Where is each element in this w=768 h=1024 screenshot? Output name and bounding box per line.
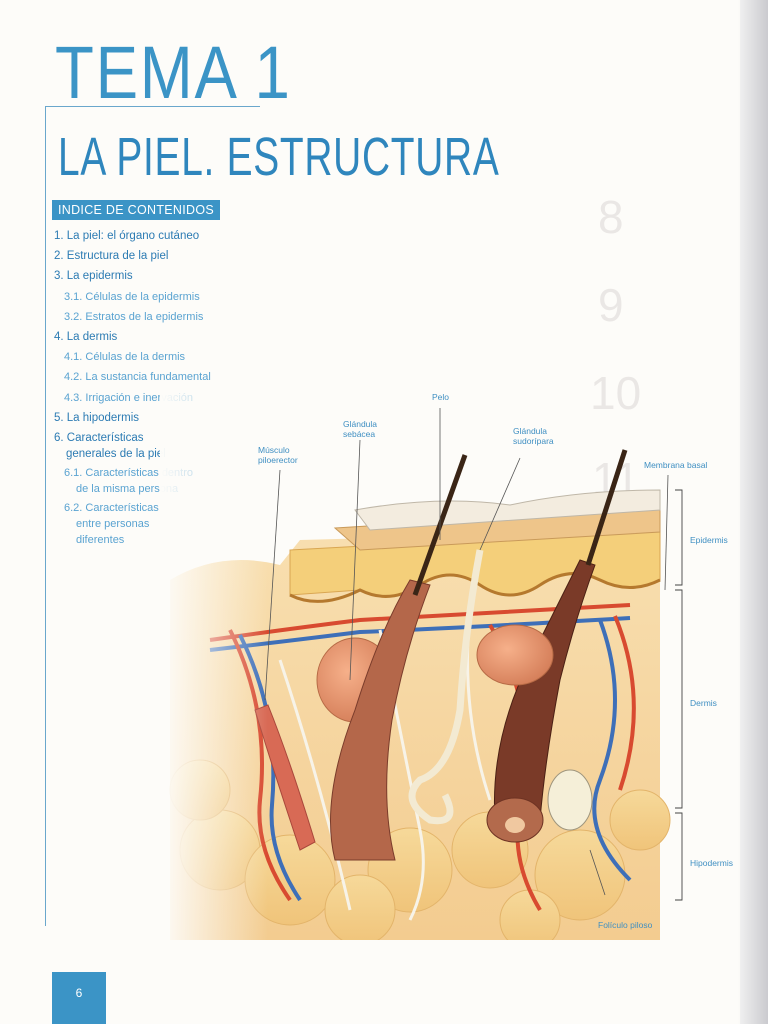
table-of-contents: 1. La piel: el órgano cutáneo 2. Estruct… — [54, 226, 211, 551]
toc-item-line2: entre personas — [76, 518, 150, 531]
ghost-number-8: 8 — [598, 191, 624, 243]
toc-item-line1: 6.2. Características — [64, 502, 159, 515]
label-glandula-sebacea: Glándula sebácea — [343, 419, 378, 439]
toc-subitem: 4.1. Células de la dermis — [64, 351, 186, 364]
label-dermis: Dermis — [690, 698, 717, 708]
toc-item: 5. La hipodermis — [54, 411, 140, 424]
title-frame-top — [45, 106, 260, 107]
toc-item: 3. La epidermis — [54, 270, 133, 283]
label-membrana-basal: Membrana basal — [644, 460, 708, 470]
toc-item-line3: diferentes — [76, 534, 125, 547]
leader-lines — [264, 408, 669, 896]
page-number: 6 — [75, 986, 83, 1000]
illustration-fade — [160, 380, 760, 940]
toc-subitem: 3.1. Células de la epidermis — [64, 290, 200, 303]
index-heading: INDICE DE CONTENIDOS — [52, 200, 221, 220]
tema-title: TEMA 1 — [55, 31, 292, 114]
toc-item-line2: generales de la piel — [66, 448, 166, 461]
ghost-number-9: 9 — [598, 279, 624, 331]
toc-item-line2: de la misma persona — [76, 483, 179, 496]
toc-item-line1: 6. Características — [54, 432, 144, 445]
label-foliculo-piloso: Folículo piloso — [598, 920, 653, 930]
toc-item: 2. Estructura de la piel — [54, 250, 169, 263]
label-glandula-sudoripara: Glándula sudorípara — [513, 426, 554, 446]
page-number-box: 6 — [52, 972, 106, 1024]
chapter-title: LA PIEL. ESTRUCTURA — [58, 127, 500, 187]
toc-subitem: 3.2. Estratos de la epidermis — [64, 310, 204, 323]
toc-item: 4. La dermis — [54, 331, 118, 344]
title-frame-left — [45, 106, 46, 926]
toc-item: 1. La piel: el órgano cutáneo — [54, 230, 200, 242]
label-hipodermis: Hipodermis — [690, 858, 733, 868]
toc-subitem: 6.2. Características entre personas dife… — [54, 500, 211, 548]
skin-structure-illustration — [160, 380, 760, 940]
label-epidermis: Epidermis — [690, 535, 728, 545]
toc-item: 6. Características generales de la piel — [54, 430, 211, 462]
label-pelo: Pelo — [432, 392, 450, 402]
label-musculo-piloerector: Músculo piloerector — [258, 445, 298, 465]
layer-brackets — [675, 489, 683, 901]
